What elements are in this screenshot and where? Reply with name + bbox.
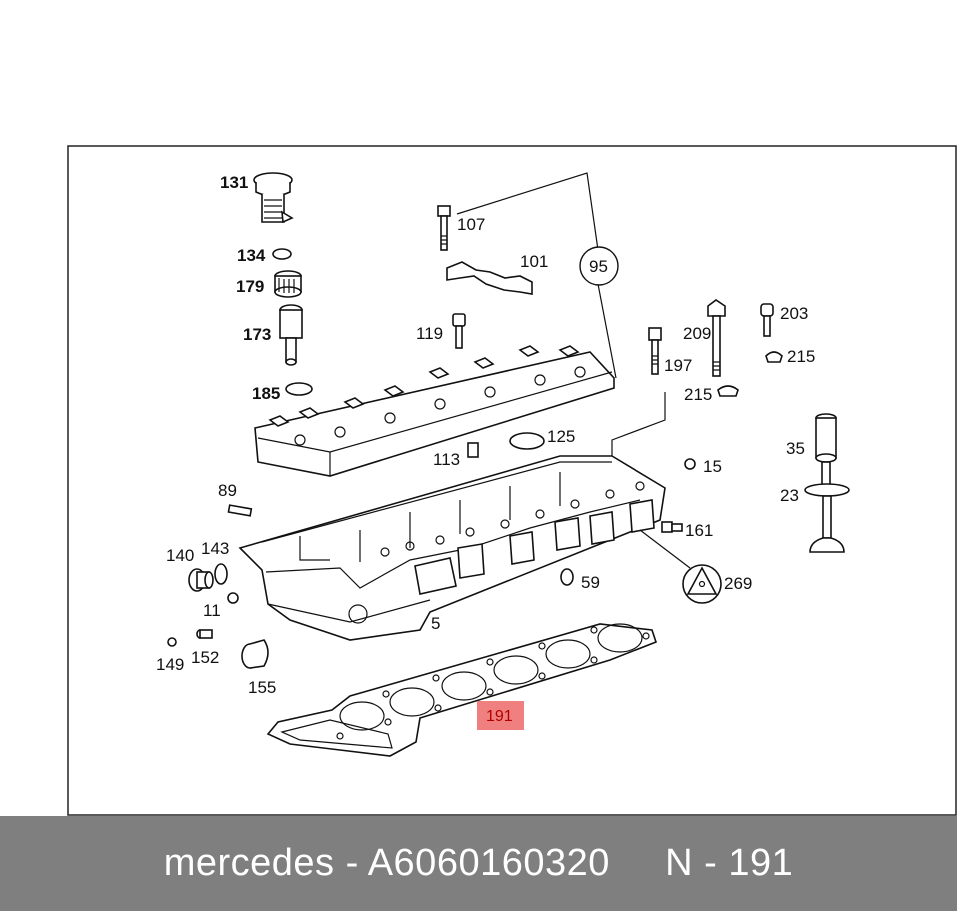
label-131: 131 bbox=[220, 173, 248, 192]
label-95: 95 bbox=[589, 257, 608, 276]
label-209: 209 bbox=[683, 324, 711, 343]
part-215a-drawing bbox=[765, 351, 783, 363]
part-89-drawing bbox=[227, 504, 253, 517]
part-197-drawing bbox=[648, 327, 662, 375]
label-203: 203 bbox=[780, 304, 808, 323]
label-143: 143 bbox=[201, 539, 229, 558]
part-35-drawing bbox=[815, 413, 837, 487]
part-143-drawing bbox=[214, 563, 228, 585]
part-209-drawing bbox=[707, 299, 726, 377]
label-113: 113 bbox=[433, 450, 460, 469]
label-11: 11 bbox=[203, 601, 221, 620]
part-152-drawing bbox=[196, 629, 213, 639]
part-125-drawing bbox=[509, 432, 545, 450]
part-191-gasket-drawing bbox=[266, 623, 657, 757]
part-113-drawing bbox=[467, 442, 479, 458]
label-89: 89 bbox=[218, 481, 237, 500]
label-185: 185 bbox=[252, 384, 280, 403]
label-191-highlighted: 191 bbox=[486, 708, 513, 725]
part-269-drawing bbox=[639, 529, 722, 604]
parts-diagram: 131 134 179 173 185 107 101 95 119 209 2… bbox=[67, 145, 957, 816]
part-11-drawing bbox=[227, 592, 239, 604]
part-179-drawing bbox=[274, 270, 302, 298]
callout-95-lines bbox=[456, 172, 617, 379]
part-185-drawing bbox=[285, 382, 313, 396]
label-134: 134 bbox=[237, 246, 266, 265]
label-161: 161 bbox=[685, 521, 713, 540]
label-15: 15 bbox=[703, 457, 722, 476]
label-125: 125 bbox=[547, 427, 575, 446]
camshaft-carrier-drawing bbox=[254, 345, 615, 477]
part-173-drawing bbox=[279, 304, 303, 366]
cylinder-head-drawing bbox=[238, 455, 666, 641]
part-23-drawing bbox=[804, 483, 850, 553]
label-149: 149 bbox=[156, 655, 184, 674]
label-23: 23 bbox=[780, 486, 799, 505]
label-35: 35 bbox=[786, 439, 805, 458]
label-215-upper: 215 bbox=[787, 347, 815, 366]
part-15-drawing bbox=[684, 458, 696, 470]
label-59: 59 bbox=[581, 573, 600, 592]
label-101: 101 bbox=[520, 252, 548, 271]
part-140-drawing bbox=[188, 568, 214, 592]
label-179: 179 bbox=[236, 277, 264, 296]
part-119-drawing bbox=[452, 313, 466, 349]
label-173: 173 bbox=[243, 325, 271, 344]
callout-95-circle bbox=[579, 246, 619, 286]
footer-part-number: mercedes - A6060160320 N - 191 bbox=[163, 842, 794, 884]
callout-197-line bbox=[611, 392, 666, 456]
part-131-drawing bbox=[253, 172, 294, 224]
label-119: 119 bbox=[416, 324, 443, 343]
part-101-drawing bbox=[446, 261, 533, 295]
label-215-lower: 215 bbox=[684, 385, 712, 404]
label-140: 140 bbox=[166, 546, 194, 565]
part-149-drawing bbox=[167, 637, 177, 647]
label-5: 5 bbox=[431, 614, 440, 633]
part-203-drawing bbox=[760, 303, 774, 337]
part-155-drawing bbox=[241, 639, 269, 669]
part-59-drawing bbox=[560, 568, 574, 586]
label-155: 155 bbox=[248, 678, 276, 697]
label-269: 269 bbox=[724, 574, 752, 593]
footer-bar: mercedes - A6060160320 N - 191 bbox=[0, 816, 957, 911]
part-107-drawing bbox=[437, 205, 451, 251]
part-161-drawing bbox=[661, 521, 683, 533]
label-107: 107 bbox=[457, 215, 485, 234]
label-152: 152 bbox=[191, 648, 219, 667]
part-215b-drawing bbox=[717, 385, 739, 397]
part-134-drawing bbox=[272, 248, 292, 260]
label-197: 197 bbox=[664, 356, 692, 375]
highlight-box-191 bbox=[477, 701, 524, 730]
